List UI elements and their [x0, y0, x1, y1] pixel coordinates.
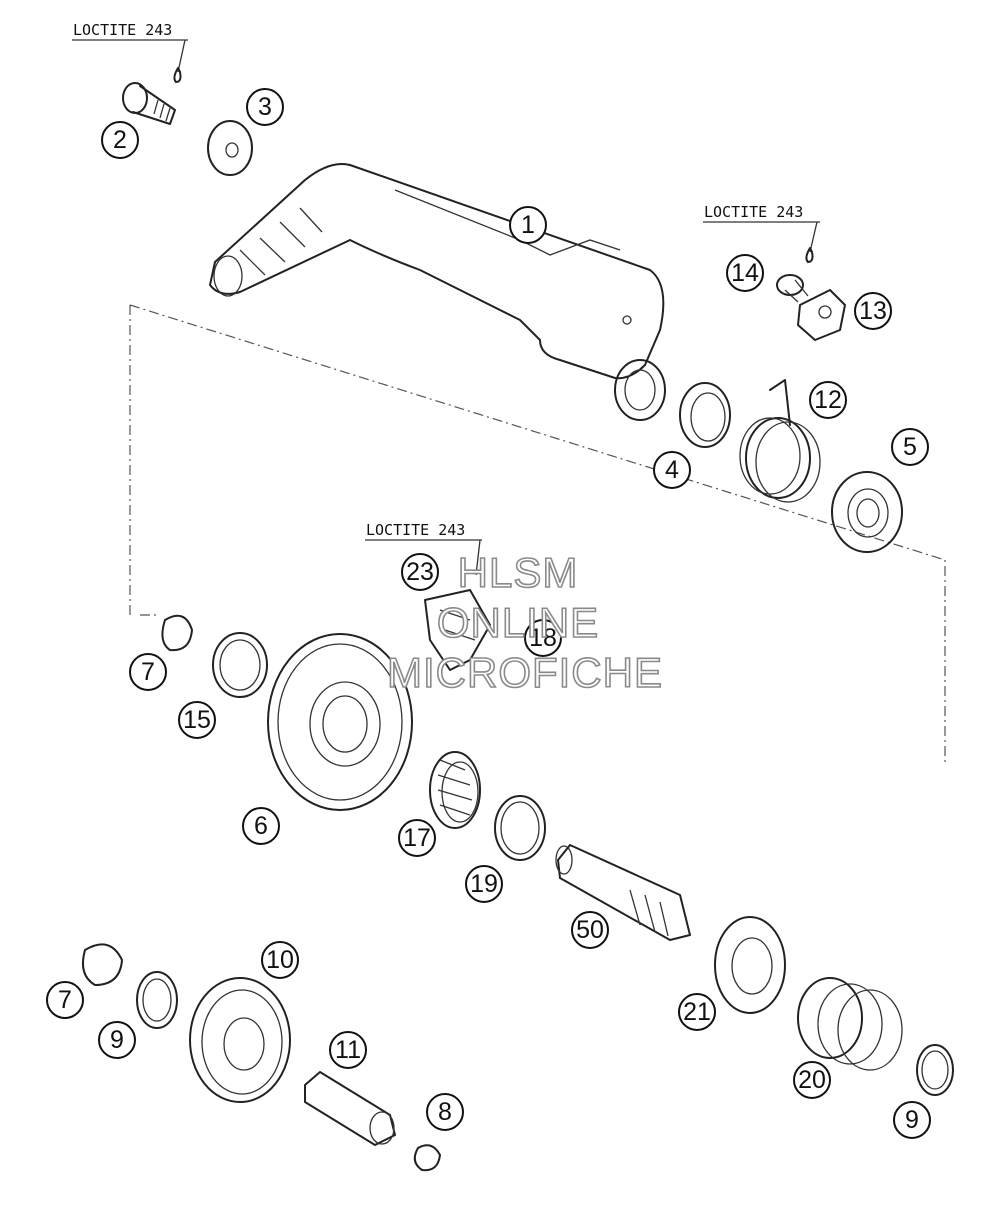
callout-6: 6 [242, 807, 280, 845]
kick-starter-lever [209, 163, 666, 421]
needle-bearing-17 [429, 751, 481, 829]
bushing-11 [304, 1071, 396, 1146]
svg-text:11: 11 [335, 1036, 361, 1064]
guide-plate-13 [797, 289, 846, 341]
svg-text:2: 2 [113, 126, 127, 154]
callout-7-lower: 7 [46, 981, 84, 1019]
callout-19: 19 [465, 865, 503, 903]
washer-19 [494, 795, 546, 861]
svg-text:15: 15 [183, 706, 211, 734]
svg-text:12: 12 [814, 386, 842, 414]
callout-4: 4 [653, 451, 691, 489]
callout-9-right: 9 [893, 1101, 931, 1139]
callout-9-left: 9 [98, 1021, 136, 1059]
washer-15 [212, 632, 268, 698]
spring-20 [797, 977, 903, 1071]
bolt-2 [122, 82, 176, 125]
callout-17: 17 [398, 819, 436, 857]
callout-20: 20 [793, 1061, 831, 1099]
callout-11: 11 [329, 1031, 367, 1069]
callout-50: 50 [571, 911, 609, 949]
callout-23: 23 [401, 553, 439, 591]
kick-gear-6 [267, 633, 413, 811]
loctite-label-1: LOCTITE 243 [73, 21, 172, 39]
svg-text:8: 8 [438, 1098, 452, 1126]
callout-8: 8 [426, 1093, 464, 1131]
kick-shaft-50 [555, 844, 691, 941]
svg-text:7: 7 [141, 658, 155, 686]
callout-1: 1 [509, 206, 547, 244]
svg-text:9: 9 [905, 1106, 919, 1134]
svg-text:6: 6 [254, 812, 268, 840]
svg-text:21: 21 [683, 998, 711, 1026]
callout-21: 21 [678, 993, 716, 1031]
watermark-line-2: ONLINE [437, 599, 599, 646]
callout-2: 2 [101, 121, 139, 159]
circlip-7-upper [161, 614, 193, 652]
svg-text:1: 1 [521, 211, 535, 239]
loctite-label-2: LOCTITE 243 [704, 203, 803, 221]
callout-13: 13 [854, 292, 892, 330]
watermark-line-1: HLSM [458, 549, 579, 596]
svg-text:4: 4 [665, 456, 679, 484]
washer-9-left [136, 971, 178, 1029]
callout-18: 18 [524, 619, 562, 657]
svg-text:20: 20 [798, 1066, 826, 1094]
callout-7-upper: 7 [129, 653, 167, 691]
kick-spring-12 [739, 379, 821, 503]
washer-9-right [916, 1044, 954, 1096]
circlip-8 [413, 1144, 441, 1172]
svg-text:10: 10 [266, 946, 294, 974]
assembly-outline [129, 304, 946, 765]
svg-text:23: 23 [406, 558, 434, 586]
callout-15: 15 [178, 701, 216, 739]
circlip-7-lower [82, 943, 123, 986]
svg-text:14: 14 [731, 259, 759, 287]
callout-5: 5 [891, 428, 929, 466]
svg-text:3: 3 [258, 93, 272, 121]
svg-text:7: 7 [58, 986, 72, 1014]
screw-14 [776, 274, 809, 303]
loctite-label-3: LOCTITE 243 [366, 521, 465, 539]
svg-text:13: 13 [859, 297, 887, 325]
svg-text:50: 50 [576, 916, 604, 944]
callout-14: 14 [726, 254, 764, 292]
svg-text:18: 18 [529, 624, 557, 652]
callout-10: 10 [261, 941, 299, 979]
oil-seal-4 [679, 382, 731, 448]
washer-3 [207, 120, 253, 176]
loctite-leaders [72, 39, 820, 576]
washer-5 [831, 471, 903, 553]
ratchet-gear-21 [714, 916, 786, 1014]
idler-gear-10 [189, 977, 291, 1103]
watermark-line-3: MICROFICHE [387, 649, 663, 696]
svg-text:5: 5 [903, 433, 917, 461]
svg-text:19: 19 [470, 870, 498, 898]
svg-text:17: 17 [403, 824, 431, 852]
svg-text:9: 9 [110, 1026, 124, 1054]
callout-3: 3 [246, 88, 284, 126]
ratchet-parts-18 [424, 589, 491, 671]
callout-12: 12 [809, 381, 847, 419]
